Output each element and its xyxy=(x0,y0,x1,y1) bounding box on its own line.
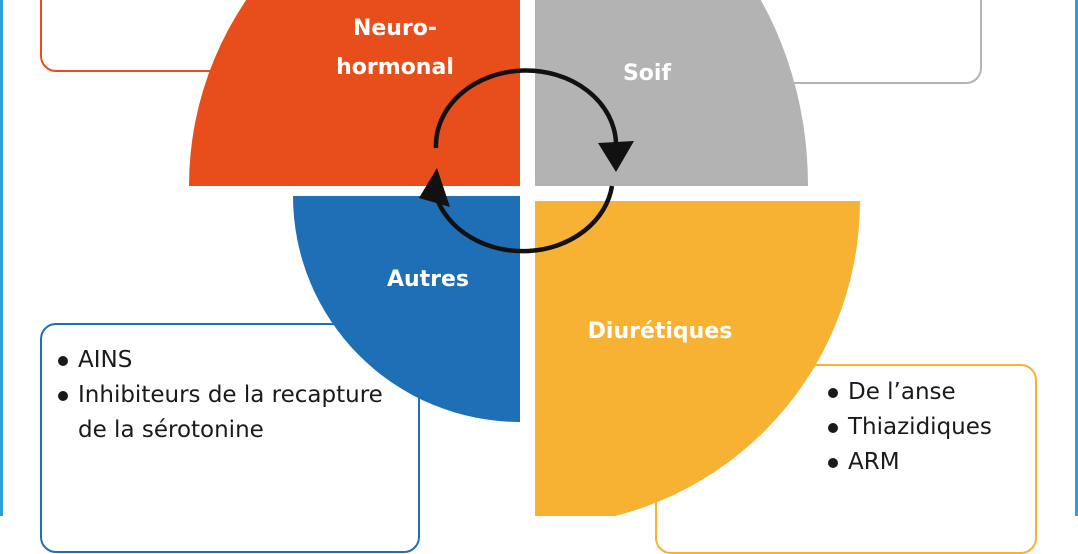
list-item: Thiazidiques xyxy=(826,410,1026,445)
cycle-arrowhead-bottom xyxy=(419,168,450,207)
list-item: De l’anse xyxy=(826,375,1026,410)
cycle-arrowhead-top xyxy=(598,141,634,172)
neurohormonal-label: Neuro- xyxy=(353,16,437,41)
cycle-arrows xyxy=(419,68,634,254)
autres-quadrant xyxy=(293,196,520,422)
diuretiques-label: Diurétiques xyxy=(588,319,733,344)
diuretiques-list: De l’anse Thiazidiques ARM xyxy=(826,375,1026,480)
autres-list: AINS Inhibiteurs de la recapture de la s… xyxy=(56,343,416,448)
list-item: AINS xyxy=(56,343,416,378)
diagram-frame xyxy=(0,0,1078,516)
cycle-arrow-bottom xyxy=(433,185,615,254)
neurohormonal-label-line2: hormonal xyxy=(336,55,454,80)
list-item: Inhibiteurs de la recapture de la séroto… xyxy=(56,378,416,448)
list-item: ARM xyxy=(826,445,1026,480)
frame-border-left xyxy=(0,0,3,516)
autres-label: Autres xyxy=(387,267,469,292)
frame-border-right xyxy=(1075,0,1078,516)
cycle-arrow-top xyxy=(433,68,619,149)
diuretiques-quadrant xyxy=(535,201,860,516)
quadrant-diagram: Neuro- hormonal Soif Autres Diurétiques xyxy=(189,0,860,516)
soif-quadrant xyxy=(535,0,808,186)
soif-label: Soif xyxy=(623,61,672,86)
